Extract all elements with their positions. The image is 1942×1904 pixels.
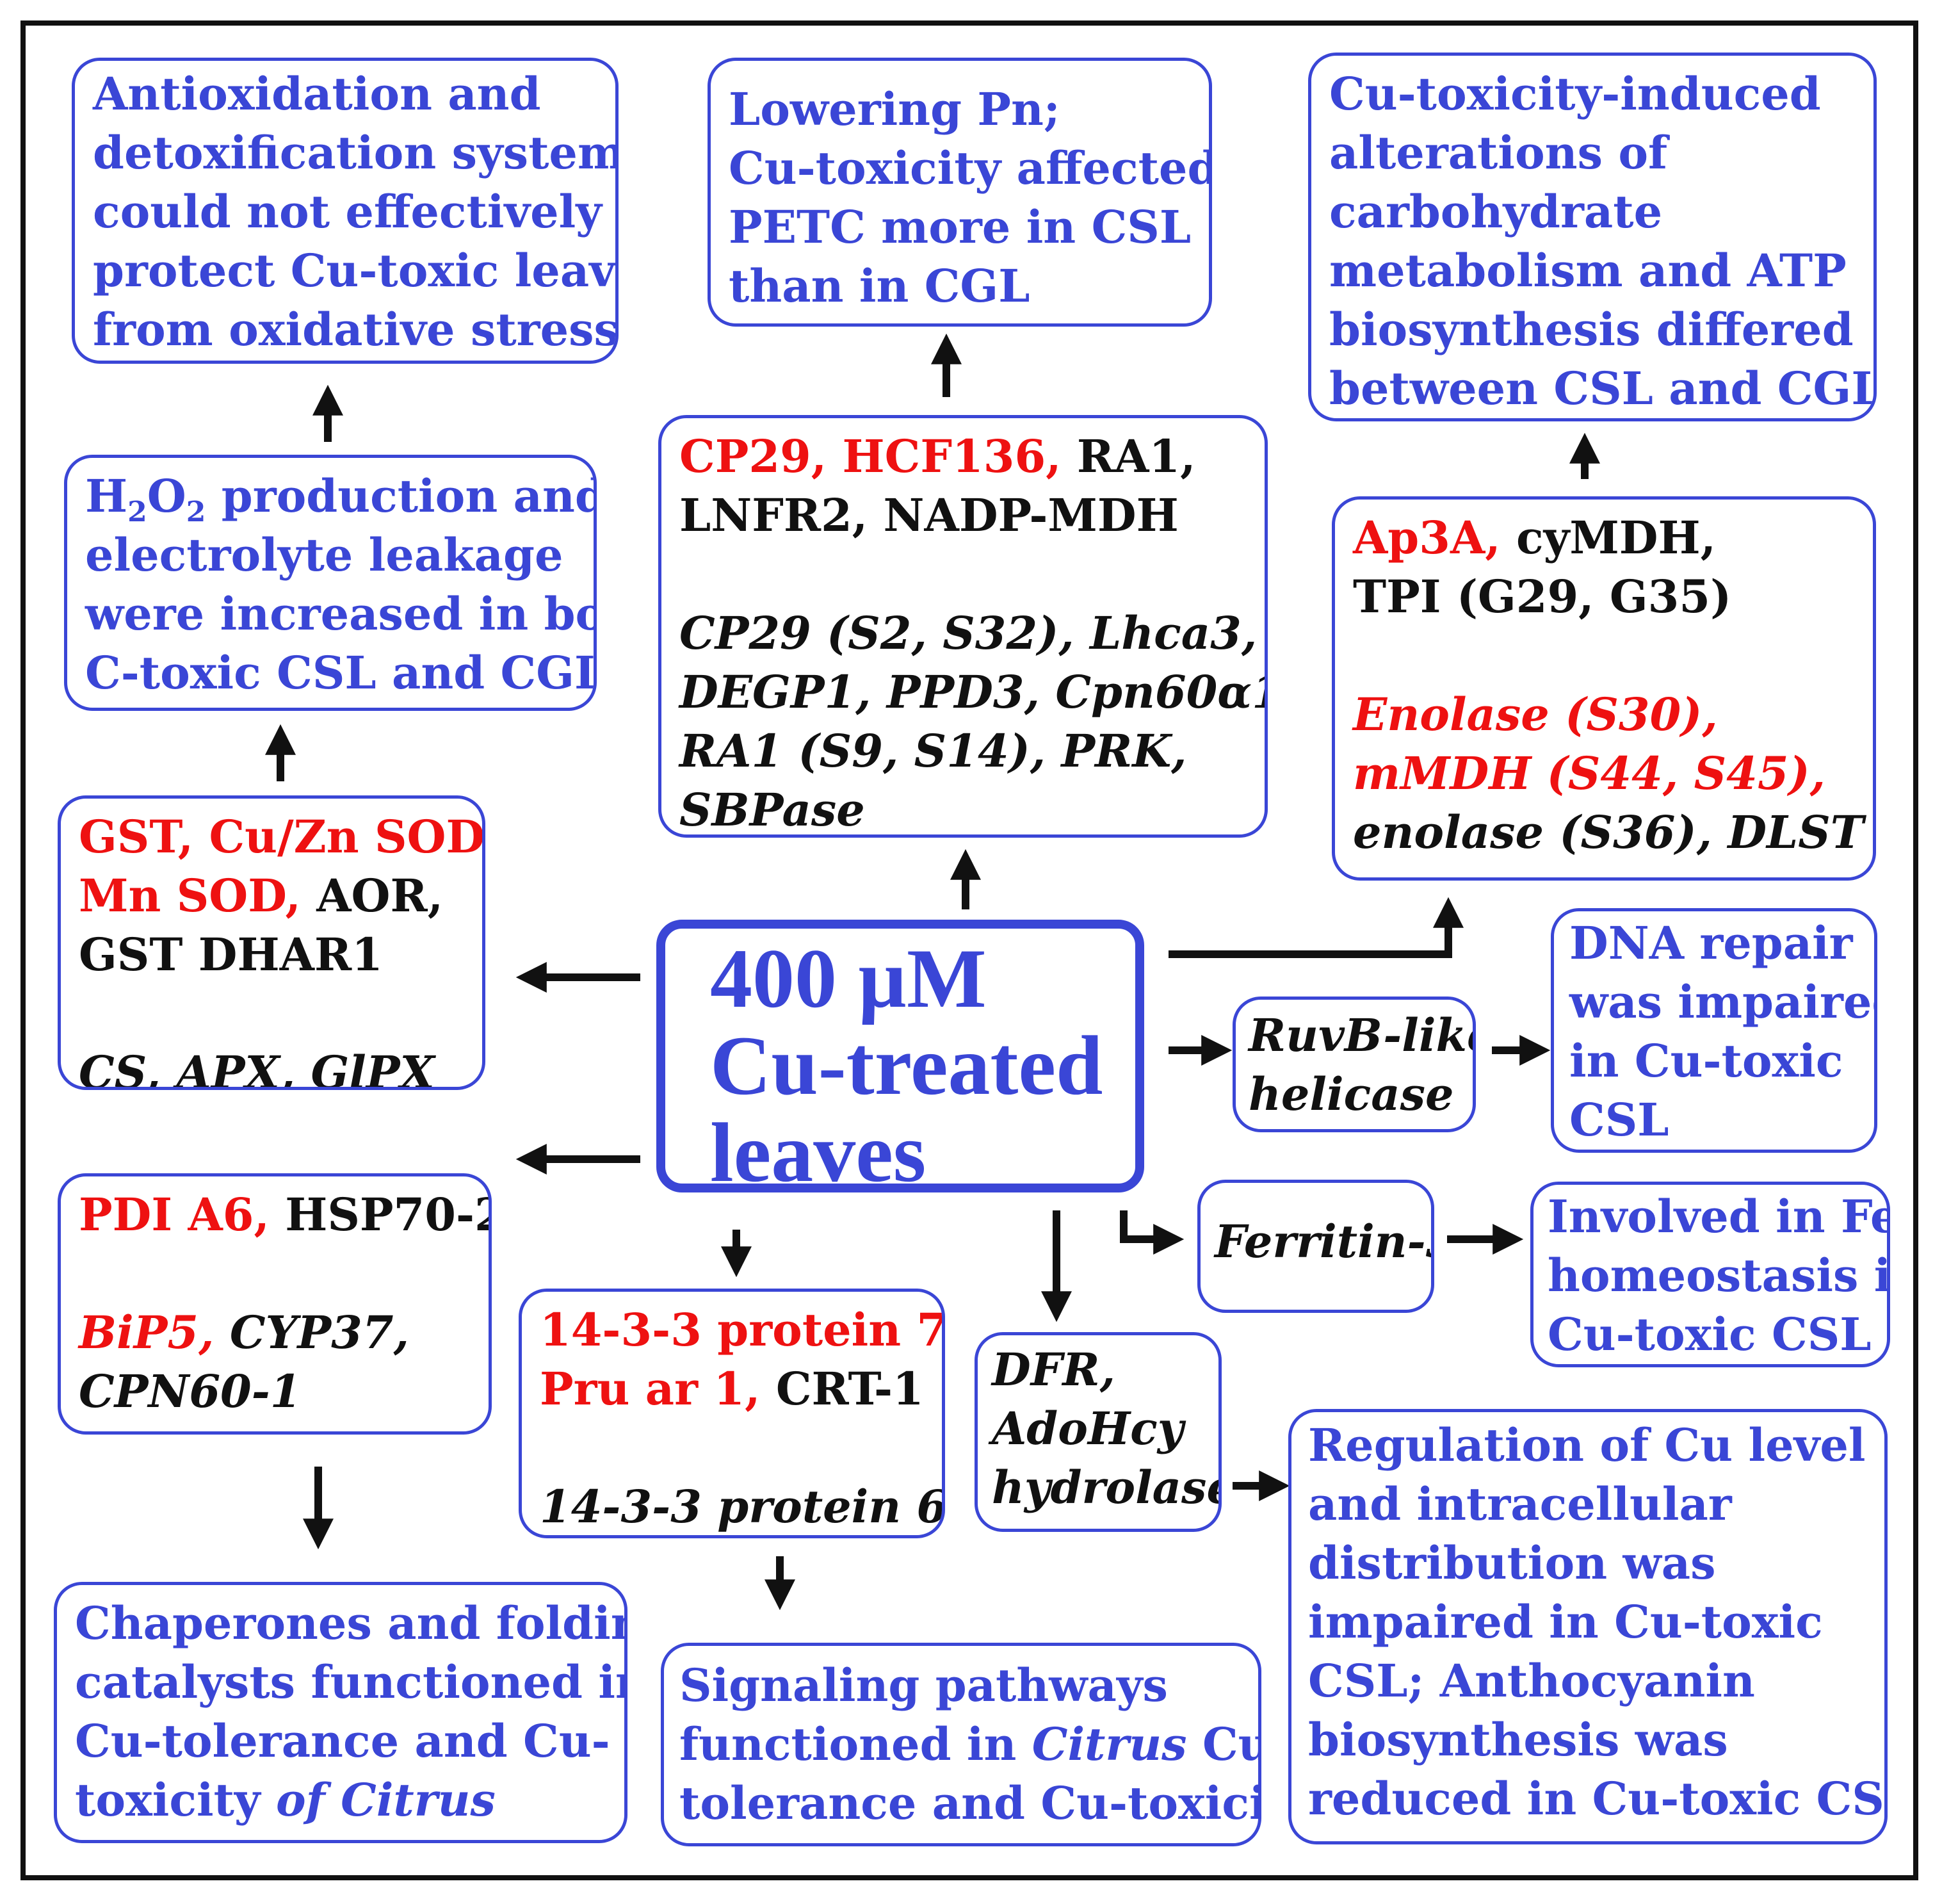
black-protein-text: HSP70-2 <box>269 1188 492 1241</box>
center-line: leaves <box>710 1105 926 1192</box>
dna-repair-outcome-box: DNA repair was impaired in Cu-toxic CSL <box>1551 908 1877 1153</box>
red-protein-text: Pru ar 1, <box>540 1362 761 1415</box>
carbohydrate-outcome-box: Cu-toxicity-induced alterations of carbo… <box>1308 53 1877 421</box>
text-line: Cu-toxicity-induced <box>1329 67 1821 120</box>
text-line: catalysts functioned in <box>75 1656 627 1709</box>
text-line: functioned in Citrus Cu- <box>679 1718 1258 1771</box>
gene-text: AdoHcy <box>992 1402 1184 1455</box>
text-line: protect Cu-toxic leaves <box>93 244 619 297</box>
photosynthesis-proteins-box: CP29, HCF136, RA1, LNFR2, NADP-MDH CP29 … <box>658 415 1268 838</box>
text-line: Cu-toxic CSL <box>1548 1308 1872 1361</box>
text-line: alterations of <box>1329 126 1668 179</box>
red-gene-text: mMDH (S44, S45), <box>1353 747 1826 800</box>
gene-text: DEGP1, PPD3, Cpn60α1, <box>679 665 1268 719</box>
text-line: C-toxic CSL and CGL <box>85 646 597 699</box>
text-line: Cu-tolerance and Cu- <box>75 1714 610 1768</box>
arrow-to-carb-proteins <box>1169 897 1464 958</box>
carbohydrate-proteins-box: Ap3A, cyMDH, TPI (G29, G35) Enolase (S30… <box>1332 496 1876 881</box>
gene-text: enolase (S36), DLST <box>1353 806 1864 859</box>
text-line: biosynthesis differed <box>1329 303 1854 356</box>
text-line: Lowering Pn; <box>729 83 1060 136</box>
text-line: Chaperones and folding <box>75 1597 627 1650</box>
red-protein-text: 14-3-3 protein 7, <box>540 1303 945 1356</box>
h2o2-line: H2O2 production and <box>85 469 597 528</box>
black-protein-text: cyMDH, <box>1500 511 1717 564</box>
text-line: CSL; Anthocyanin <box>1308 1654 1755 1707</box>
text-line: DNA repair <box>1569 916 1853 970</box>
text-line: impaired in Cu-toxic <box>1308 1595 1823 1648</box>
chaperone-proteins-box: PDI A6, HSP70-2 BiP5, CYP37, CPN60-1 <box>58 1173 492 1435</box>
gene-text: CYP37, <box>214 1306 409 1359</box>
h2o2-box: H2O2 production and electrolyte leakage … <box>64 455 597 711</box>
black-protein-text: TPI (G29, G35) <box>1353 570 1732 623</box>
gene-text: CPN60-1 <box>79 1365 302 1418</box>
text-line: was impaired <box>1569 975 1877 1029</box>
text-line: Signaling pathways <box>679 1659 1168 1712</box>
arrow-to-ferritin <box>1120 1210 1185 1255</box>
text-line: toxicity of Citrus <box>75 1773 496 1827</box>
text-line: Regulation of Cu level <box>1308 1419 1866 1472</box>
text-line: PETC more in CSL <box>729 200 1192 254</box>
gene-text: RuvB-like <box>1249 1009 1476 1062</box>
signaling-proteins-box: 14-3-3 protein 7, Pru ar 1, CRT-1 14-3-3… <box>519 1289 945 1538</box>
text-line: than in CGL <box>729 259 1030 313</box>
text-line: and intracellular <box>1308 1477 1732 1531</box>
gene-text: CS, APX, GlPX <box>79 1046 435 1090</box>
gene-text: CP29 (S2, S32), Lhca3, <box>679 606 1258 660</box>
red-gene-text: BiP5, <box>79 1306 214 1359</box>
red-protein-text: CP29, HCF136, <box>679 430 1062 483</box>
red-protein-text: PDI A6, <box>79 1188 270 1241</box>
chaperones-outcome-box: Chaperones and folding catalysts functio… <box>54 1582 627 1843</box>
gene-text: Ferritin-3 <box>1215 1215 1434 1268</box>
antioxidant-proteins-box: GST, Cu/Zn SOD, Mn SOD, AOR, GST DHAR1 C… <box>58 795 485 1090</box>
dfr-box: DFR, AdoHcy hydrolase <box>975 1332 1222 1532</box>
gene-text: SBPase <box>679 783 865 836</box>
center-line: 400 µM <box>710 931 987 1025</box>
black-protein-text: RA1, <box>1061 430 1196 483</box>
text-line: metabolism and ATP <box>1329 244 1847 297</box>
regulation-outcome-box: Regulation of Cu level and intracellular… <box>1288 1409 1888 1844</box>
gene-text: hydrolase <box>992 1461 1222 1514</box>
gene-text: helicase 1 <box>1249 1068 1476 1121</box>
text-line: Involved in Fe <box>1548 1190 1890 1243</box>
text-line: detoxification system <box>93 126 619 179</box>
text-line: tolerance and Cu-toxicity <box>679 1777 1261 1830</box>
text-line: in Cu-toxic <box>1569 1034 1843 1087</box>
text-line: were increased in both <box>85 587 594 640</box>
black-protein-text: AOR, <box>300 869 444 922</box>
red-protein-text: Mn SOD, <box>79 869 301 922</box>
outer-frame <box>20 20 1918 1880</box>
text-line: reduced in Cu-toxic CSL <box>1308 1772 1888 1825</box>
pn-outcome-box: Lowering Pn; Cu-toxicity affected PETC m… <box>708 58 1212 327</box>
text-line: carbohydrate <box>1329 185 1663 238</box>
text-line: Antioxidation and <box>93 67 541 120</box>
red-gene-text: Enolase (S30), <box>1353 688 1718 741</box>
text-line: Cu-toxicity affected <box>729 142 1212 195</box>
black-protein-text: CRT-1 <box>760 1362 924 1415</box>
gene-text: RA1 (S9, S14), PRK, <box>679 724 1187 777</box>
ruvb-helicase-box: RuvB-like helicase 1 <box>1233 997 1476 1132</box>
center-box: 400 µM Cu-treated leaves <box>656 920 1144 1192</box>
red-protein-text: Ap3A, <box>1353 511 1501 564</box>
text-line: homeostasis in <box>1548 1249 1890 1302</box>
text-line: distribution was <box>1308 1536 1716 1590</box>
text-line: CSL <box>1569 1093 1669 1146</box>
text-line: from oxidative stress <box>93 303 619 356</box>
text-line: could not effectively <box>93 185 602 238</box>
fe-homeostasis-outcome-box: Involved in Fe homeostasis in Cu-toxic C… <box>1530 1182 1890 1367</box>
black-protein-text: GST DHAR1 <box>79 928 383 981</box>
center-line: Cu-treated <box>710 1018 1103 1112</box>
text-line: biosynthesis was <box>1308 1713 1728 1766</box>
antioxidation-outcome-box: Antioxidation and detoxification system … <box>72 58 619 364</box>
red-protein-text: GST, Cu/Zn SOD, <box>79 810 485 863</box>
text-line: electrolyte leakage <box>85 528 563 582</box>
signaling-outcome-box: Signaling pathways functioned in Citrus … <box>661 1643 1261 1846</box>
gene-text: 14-3-3 protein 6 <box>540 1480 945 1533</box>
text-line: between CSL and CGL <box>1329 362 1877 415</box>
ferritin-box: Ferritin-3 <box>1197 1180 1434 1313</box>
gene-text: DFR, <box>992 1343 1115 1396</box>
black-protein-text: LNFR2, NADP-MDH <box>679 489 1179 542</box>
